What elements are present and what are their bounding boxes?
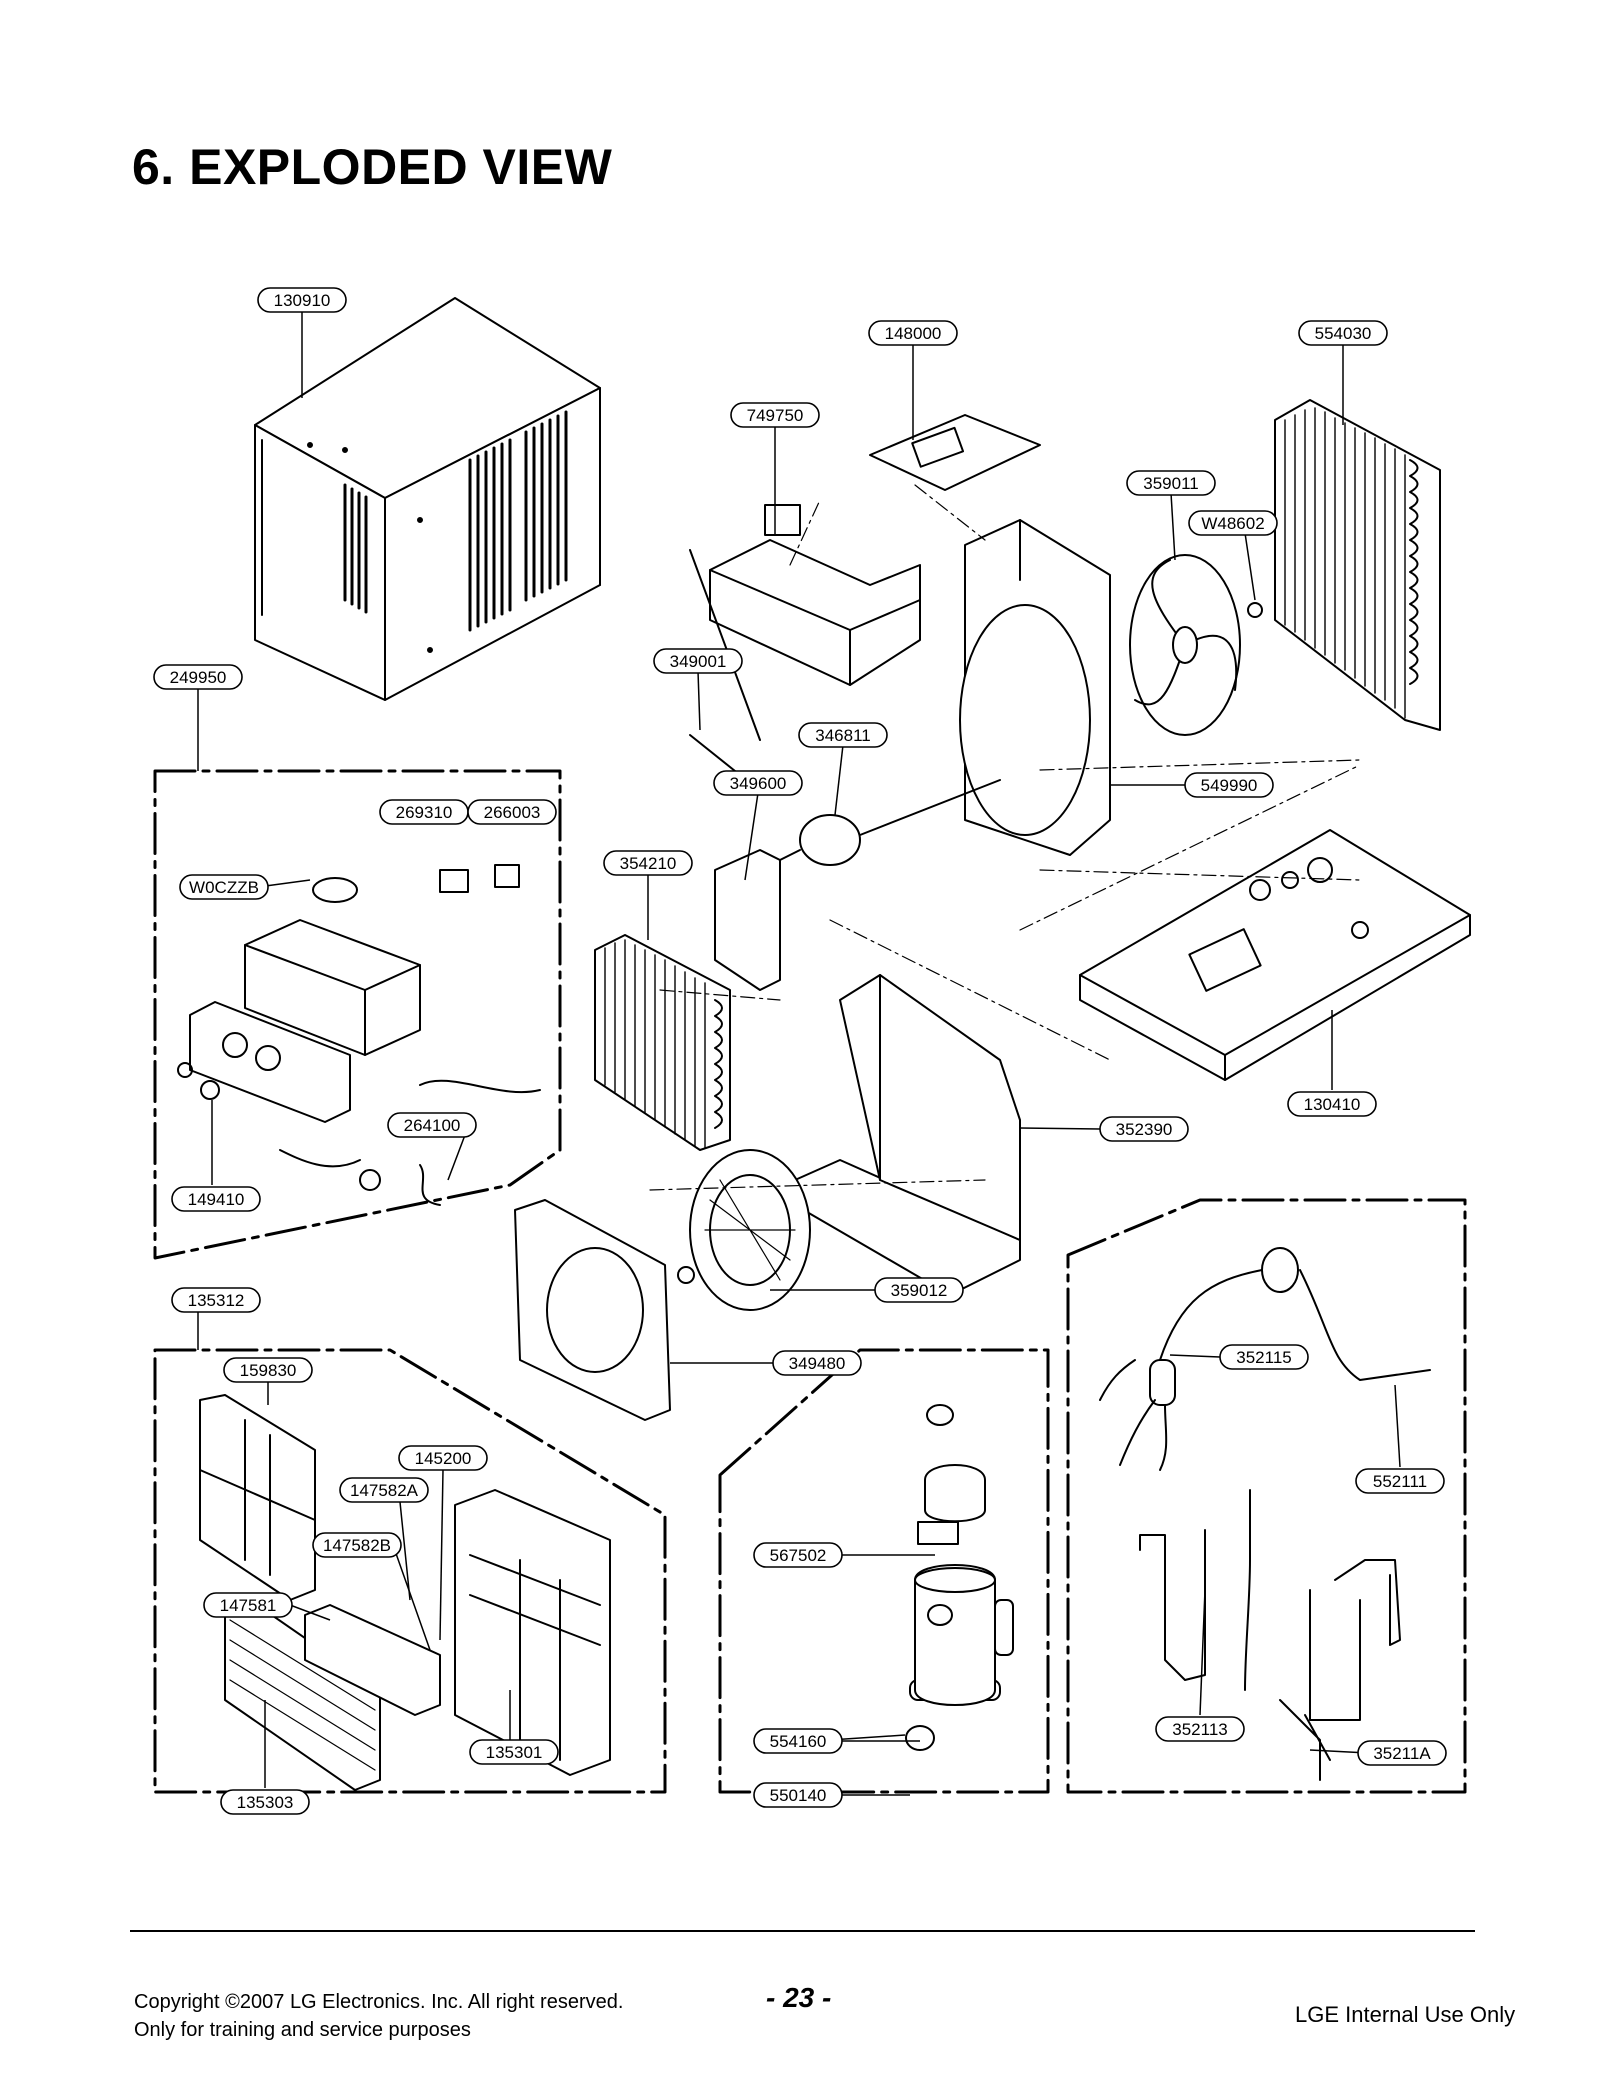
callout-label: 130910: [274, 291, 331, 310]
callout-label: 550140: [770, 1786, 827, 1805]
callout-label: 554160: [770, 1732, 827, 1751]
callout-label: 352115: [1236, 1348, 1291, 1367]
callout-W48602: [1188, 510, 1278, 536]
callout-label: 346811: [815, 726, 870, 745]
callout-label: 349600: [730, 774, 787, 793]
cabinet-part: [254, 297, 601, 701]
footer-copyright: Copyright ©2007 LG Electronics. Inc. All…: [134, 1988, 623, 2044]
callout-35211A: [1357, 1740, 1447, 1766]
control-box-part: [177, 864, 541, 1206]
evaporator-coil-part: [594, 934, 731, 1151]
purpose-text: Only for training and service purposes: [134, 2019, 471, 2041]
copyright-text: Copyright ©2007 LG Electronics. Inc. All…: [134, 1991, 624, 2013]
callout-147581: [203, 1592, 293, 1618]
callout-label: 147581: [220, 1596, 277, 1615]
motor-part: [689, 549, 1001, 991]
callout-label: 749750: [747, 406, 804, 425]
callout-label: 552111: [1373, 1472, 1427, 1491]
callout-label: W48602: [1201, 514, 1264, 533]
callout-149410: [171, 1186, 261, 1212]
air-guide-part: [794, 974, 1021, 1296]
callout-label: 352113: [1172, 1720, 1227, 1739]
top-bracket-part: [869, 414, 1041, 491]
callout-159830: [223, 1357, 313, 1383]
callout-352390: [1099, 1116, 1189, 1142]
callout-label: 145200: [415, 1449, 472, 1468]
callout-145200: [398, 1445, 488, 1471]
callout-label: 148000: [885, 324, 942, 343]
callout-554160: [753, 1728, 843, 1754]
axial-fan-part: [1129, 554, 1263, 736]
callout-147582A: [339, 1477, 429, 1503]
callout-label: 264100: [404, 1116, 461, 1135]
callout-label: 359011: [1143, 474, 1198, 493]
callout-249950: [153, 664, 243, 690]
control-cover-part: [709, 504, 921, 686]
callout-135301: [469, 1739, 559, 1765]
orifice-part: [514, 1199, 671, 1421]
callout-W0CZZB: [179, 874, 269, 900]
callout-label: 147582A: [350, 1481, 419, 1500]
callout-549990: [1184, 772, 1274, 798]
callout-349480: [772, 1350, 862, 1376]
callout-554030: [1298, 320, 1388, 346]
callout-label: 549990: [1201, 776, 1258, 795]
callout-349600: [713, 770, 803, 796]
callout-749750: [730, 402, 820, 428]
callout-264100: [387, 1112, 477, 1138]
callout-label: 135303: [237, 1793, 294, 1812]
callout-label: 349001: [670, 652, 727, 671]
callout-label: 266003: [484, 803, 541, 822]
callout-label: 567502: [770, 1546, 827, 1565]
callout-label: 554030: [1315, 324, 1372, 343]
refrigerant-pipes-part: [1099, 1247, 1431, 1781]
callout-label: 269310: [396, 803, 453, 822]
callout-349001: [653, 648, 743, 674]
callout-147582B: [312, 1532, 402, 1558]
callout-label: 359012: [891, 1281, 948, 1300]
callout-130910: [257, 287, 347, 313]
condenser-coil-part: [1274, 399, 1441, 731]
callout-label: W0CZZB: [189, 878, 259, 897]
callout-550140: [753, 1782, 843, 1808]
callout-346811: [798, 722, 888, 748]
callout-359011: [1126, 470, 1216, 496]
callout-label: 35211A: [1373, 1744, 1431, 1763]
callout-label: 149410: [188, 1190, 245, 1209]
callout-552111: [1355, 1468, 1445, 1494]
footer-divider: [130, 1930, 1475, 1932]
callout-label: 159830: [240, 1361, 297, 1380]
callout-266003: [467, 799, 557, 825]
callout-352113: [1155, 1716, 1245, 1742]
callout-567502: [753, 1542, 843, 1568]
callout-359012: [874, 1277, 964, 1303]
callout-135303: [220, 1789, 310, 1815]
internal-use-label: LGE Internal Use Only: [1295, 2002, 1516, 2027]
shroud-part: [959, 519, 1111, 856]
front-grille-part: [199, 1394, 611, 1791]
callout-label: 147582B: [323, 1536, 391, 1555]
callout-130410: [1287, 1091, 1377, 1117]
callout-354210: [603, 850, 693, 876]
callout-label: 249950: [170, 668, 227, 687]
callout-352115: [1219, 1344, 1309, 1370]
callout-148000: [868, 320, 958, 346]
callout-135312: [171, 1287, 261, 1313]
callout-label: 130410: [1304, 1095, 1361, 1114]
callout-label: 135301: [486, 1743, 543, 1762]
callout-label: 352390: [1116, 1120, 1173, 1139]
callout-label: 135312: [188, 1291, 245, 1310]
blower-wheel-part: [677, 1149, 811, 1311]
compressor-part: [905, 1404, 1014, 1751]
base-pan-part: [1079, 829, 1471, 1081]
page-number: - 23 -: [766, 1982, 832, 2013]
callout-label: 354210: [620, 854, 677, 873]
callout-label: 349480: [789, 1354, 846, 1373]
page-title: 6. EXPLODED VIEW: [132, 139, 613, 195]
